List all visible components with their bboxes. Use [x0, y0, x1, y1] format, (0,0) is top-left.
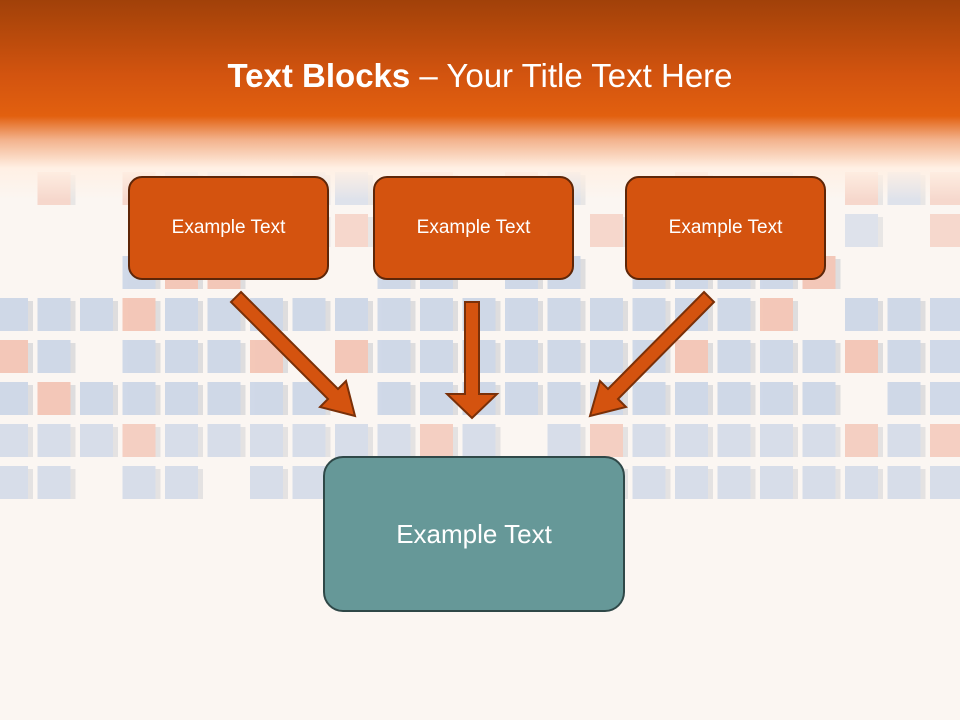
- arrow-middle-down: [444, 301, 500, 420]
- slide-title-bold: Text Blocks: [227, 57, 411, 94]
- title-banner: [0, 0, 960, 200]
- text-block-top-middle-label: Example Text: [416, 217, 531, 238]
- arrow-left-diagonal: [229, 290, 357, 418]
- text-block-main-label: Example Text: [396, 518, 552, 549]
- slide-title: Text Blocks – Your Title Text Here: [0, 56, 960, 96]
- arrow-right-diagonal: [588, 290, 716, 418]
- text-block-top-right-label: Example Text: [668, 217, 783, 238]
- text-block-top-left-label: Example Text: [171, 217, 286, 238]
- text-block-top-left[interactable]: Example Text: [128, 176, 329, 280]
- text-block-main[interactable]: Example Text: [323, 456, 625, 612]
- slide-title-rest: – Your Title Text Here: [410, 57, 733, 94]
- text-block-top-right[interactable]: Example Text: [625, 176, 826, 280]
- text-block-top-middle[interactable]: Example Text: [373, 176, 574, 280]
